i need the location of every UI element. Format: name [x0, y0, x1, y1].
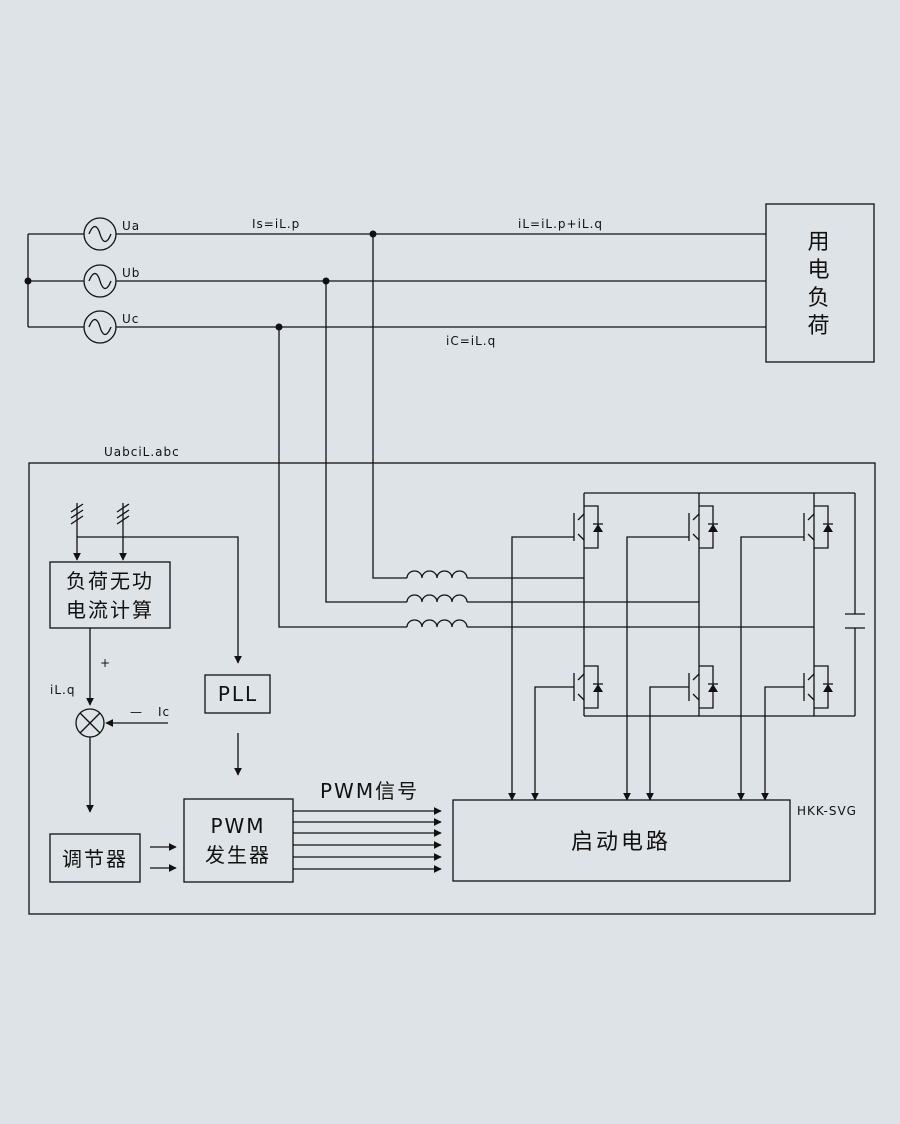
model-label: HKK-SVG [797, 804, 857, 818]
frame-input-label: UabciL.abc [104, 445, 180, 459]
ic-reference-label: Ic [158, 705, 170, 719]
pwm-signal-arrows [293, 807, 442, 873]
measurement-inputs [70, 503, 242, 664]
drive-circuit-box [452, 799, 791, 882]
load-current-label: iL=iL.p+iL.q [518, 217, 603, 231]
phase-taps [278, 234, 407, 628]
source-label-uc: Uc [122, 312, 139, 326]
ac-source-ua [83, 217, 117, 251]
svg-device-frame [28, 462, 876, 915]
load-char-4: 荷 [807, 314, 832, 339]
pwm-generator-line1: PWM [210, 814, 265, 838]
drive-circuit-label: 启动电路 [571, 830, 671, 855]
regulator-label: 调节器 [62, 847, 128, 871]
pwm-generator-box [183, 798, 294, 883]
load-char-3: 负 [807, 286, 832, 311]
reactive-current-calc-box [49, 561, 171, 629]
pll-box [204, 674, 271, 714]
load-box [765, 203, 875, 363]
ac-source-ub [83, 264, 117, 298]
source-label-ua: Ua [122, 219, 140, 233]
dc-rails [584, 492, 865, 717]
gate-drive-lines [508, 536, 804, 801]
pwm-generator-line2: 发生器 [205, 843, 271, 867]
load-char-1: 用 [807, 230, 832, 255]
ilq-signal-label: iL.q [50, 683, 75, 697]
reactive-calc-line1: 负荷无功 [66, 569, 154, 593]
reactor-coils [406, 570, 468, 628]
neutral-junction-dot [24, 277, 32, 285]
three-phase-bus [24, 230, 766, 331]
pwm-signal-label: PWM信号 [320, 779, 419, 803]
reactive-calc-line2: 电流计算 [66, 598, 154, 622]
igbt-leg-c [803, 493, 833, 716]
compensation-current-label: iC=iL.q [446, 334, 496, 348]
minus-sign: — [130, 705, 143, 719]
load-char-2: 电 [807, 258, 832, 283]
regulator-box [49, 833, 141, 883]
pll-label: PLL [218, 682, 258, 706]
summing-junction [75, 708, 105, 738]
igbt-leg-a [573, 493, 603, 716]
igbt-leg-b [688, 493, 718, 716]
plus-sign: + [100, 656, 111, 670]
source-current-label: Is=iL.p [252, 217, 300, 231]
ac-source-uc [83, 310, 117, 344]
source-label-ub: Ub [122, 266, 140, 280]
